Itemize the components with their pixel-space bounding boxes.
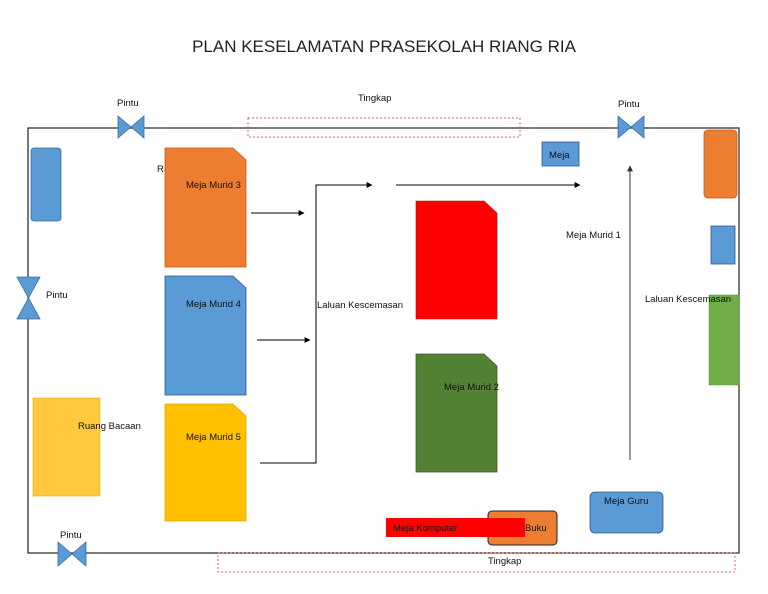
window-bottom [217,552,736,573]
door-top-left-label: Pintu [117,98,139,109]
meja-murid-5-label: Meja Murid 5 [186,432,241,443]
meja-murid-1-desk [415,200,498,320]
ruang-bacaan [32,397,101,497]
meja-murid-2-label: Meja Murid 2 [444,382,499,393]
laluan-kecemasan-1-label: Laluan Kescemasan [317,300,403,311]
buku-label: Buku [525,523,547,534]
meja-guru [589,491,664,534]
meja-murid-3-label: Meja Murid 3 [186,180,241,191]
meja-murid-3 [164,147,247,268]
meja-guru-label: Meja Guru [604,496,648,507]
door-bottom-label: Pintu [60,530,82,541]
laluan-kecemasan-2-label: Laluan Kescemasan [645,294,731,305]
door-left-label: Pintu [46,290,68,301]
meja-murid-2 [415,353,498,473]
window-top-label: Tingkap [358,93,391,104]
meja-table [541,141,580,167]
window-top [247,117,521,138]
meja-murid-1-label: Meja Murid 1 [566,230,621,241]
door-bottom [57,541,87,567]
right-cabinet-orange [703,129,738,199]
meja-murid-4-label: Meja Murid 4 [186,299,241,310]
right-cabinet-blue [710,225,736,265]
route-path-main [260,182,373,464]
door-top-right-label: Pintu [618,99,640,110]
meja-komputer [386,518,525,537]
room-wall [27,127,740,554]
meja-komputer-label: Meja Komputer [393,523,457,534]
cabinet-left [30,147,62,222]
door-left [16,276,41,320]
ruang-bacaan-label: Ruang Bacaan [78,421,141,432]
door-top-left [117,115,145,139]
page-title: PLAN KESELAMATAN PRASEKOLAH RIANG RIA [192,37,577,56]
meja-murid-4 [164,275,247,396]
meja-label: Meja [549,150,570,161]
right-cabinet-green [708,294,740,386]
door-top-right [617,115,645,139]
meja-murid-5 [164,403,247,522]
window-bottom-label: Tingkap [488,556,521,567]
